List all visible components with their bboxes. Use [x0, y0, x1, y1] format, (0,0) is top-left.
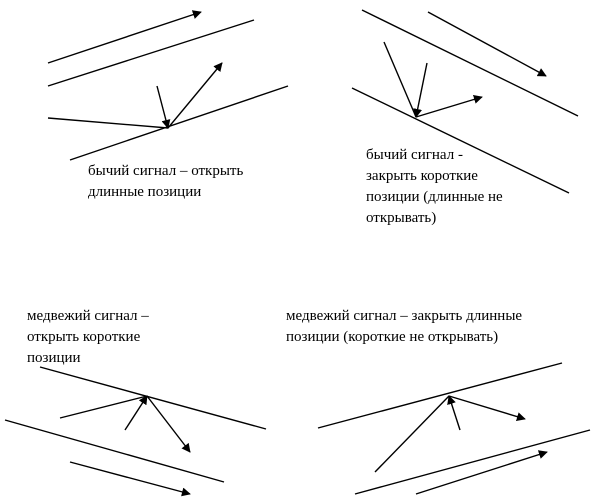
trend-arrow: [47, 10, 202, 64]
price-path: [383, 41, 417, 118]
price-path: [59, 395, 148, 419]
price-path: [374, 395, 450, 473]
lower-channel-line: [69, 85, 289, 161]
price-down-arrow: [413, 62, 428, 118]
price-up-arrow: [447, 395, 461, 431]
panel-bearish-close-long: [317, 362, 591, 495]
caption-bearish-close-long: медвежий сигнал – закрыть длинные позици…: [286, 308, 523, 345]
trend-arrow: [427, 11, 547, 77]
lower-channel-line: [354, 429, 591, 495]
panel-bullish-close-short: [351, 9, 579, 194]
price-drop-arrow: [156, 85, 171, 129]
trend-arrow: [69, 461, 191, 497]
caption-bullish-close-short: бычий сигнал - закрыть короткие позиции …: [366, 147, 503, 226]
lower-channel-line: [4, 419, 225, 483]
upper-channel-line: [317, 362, 563, 429]
lower-channel-line: [351, 87, 570, 194]
caption-bullish-open-long: бычий сигнал – открыть длинные позиции: [88, 163, 244, 200]
panel-bearish-open-short: [4, 366, 267, 497]
price-path: [47, 117, 169, 129]
upper-channel-line: [47, 19, 255, 87]
price-drop-arrow: [448, 395, 526, 421]
price-drop-arrow: [146, 395, 191, 453]
caption-bearish-open-short: медвежий сигнал – открыть короткие позиц…: [27, 308, 149, 366]
upper-channel-line: [361, 9, 579, 117]
price-rise-arrow: [167, 62, 223, 129]
upper-channel-line: [39, 366, 267, 430]
price-rise-arrow: [124, 395, 148, 431]
panel-bullish-open-long: [47, 10, 289, 161]
trend-arrow: [415, 450, 548, 495]
price-rise-arrow: [415, 95, 483, 118]
